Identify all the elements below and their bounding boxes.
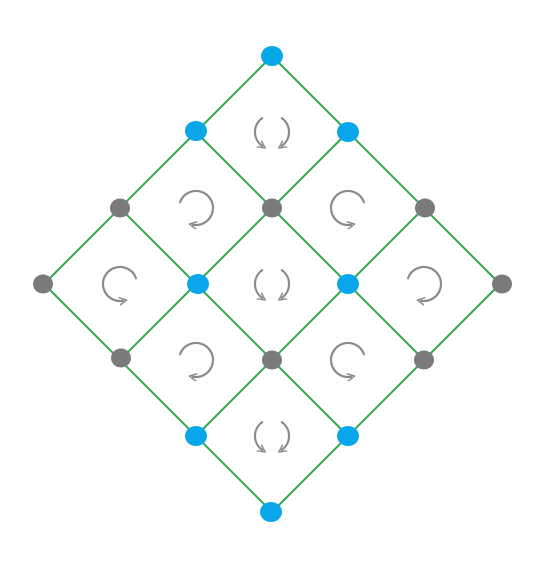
counterclockwise-arrow-icon bbox=[331, 191, 364, 225]
lattice-edges bbox=[44, 56, 500, 512]
lattice-edge-row-2 bbox=[196, 208, 424, 436]
clockwise-arrow-icon bbox=[408, 267, 441, 301]
node-top bbox=[261, 46, 283, 66]
node-right bbox=[492, 275, 512, 294]
node-center-right bbox=[337, 274, 359, 294]
node-mid-lower-right bbox=[414, 351, 434, 370]
lattice-edge-row-3 bbox=[272, 284, 500, 512]
right-half-arrow-icon bbox=[282, 422, 289, 450]
node-mid-lower-left bbox=[111, 349, 131, 368]
node-center-top bbox=[262, 199, 282, 218]
clockwise-arrow-icon bbox=[180, 191, 213, 225]
node-lower-left bbox=[185, 426, 207, 446]
lattice-edge-col-2 bbox=[120, 208, 348, 436]
right-half-arrow-icon bbox=[282, 270, 289, 298]
clockwise-arrow-icon bbox=[180, 343, 213, 377]
lattice-edge-col-3 bbox=[44, 284, 272, 512]
plaquette-bottom-icon bbox=[255, 422, 289, 450]
node-center-bottom bbox=[262, 351, 282, 370]
right-half-arrow-icon bbox=[282, 118, 289, 146]
left-half-arrow-icon bbox=[255, 118, 262, 146]
counterclockwise-arrow-icon bbox=[331, 343, 364, 377]
node-mid-upper-right bbox=[415, 199, 435, 218]
lattice-edge-col-1 bbox=[196, 132, 424, 360]
node-upper-right bbox=[337, 122, 359, 142]
plaquette-upper-left-icon bbox=[180, 191, 213, 225]
node-upper-left bbox=[185, 121, 207, 141]
counterclockwise-arrow-icon bbox=[103, 267, 136, 301]
plaquette-upper-right-icon bbox=[331, 191, 364, 225]
node-center-left bbox=[187, 274, 209, 294]
node-lower-right bbox=[337, 426, 359, 446]
node-left bbox=[33, 275, 53, 294]
left-half-arrow-icon bbox=[255, 422, 262, 450]
lattice-edge-row-0 bbox=[44, 56, 272, 284]
plaquette-center-icon bbox=[255, 270, 289, 298]
lattice-edge-row-1 bbox=[120, 132, 348, 360]
plaquette-right-icon bbox=[408, 267, 441, 301]
node-bottom bbox=[260, 502, 282, 522]
node-mid-upper-left bbox=[110, 199, 130, 218]
plaquette-symbols bbox=[103, 118, 441, 450]
lattice-edge-col-0 bbox=[272, 56, 500, 284]
plaquette-top-icon bbox=[255, 118, 289, 146]
plaquette-left-icon bbox=[103, 267, 136, 301]
plaquette-lower-left-icon bbox=[180, 343, 213, 377]
left-half-arrow-icon bbox=[255, 270, 262, 298]
plaquette-lower-right-icon bbox=[331, 343, 364, 377]
